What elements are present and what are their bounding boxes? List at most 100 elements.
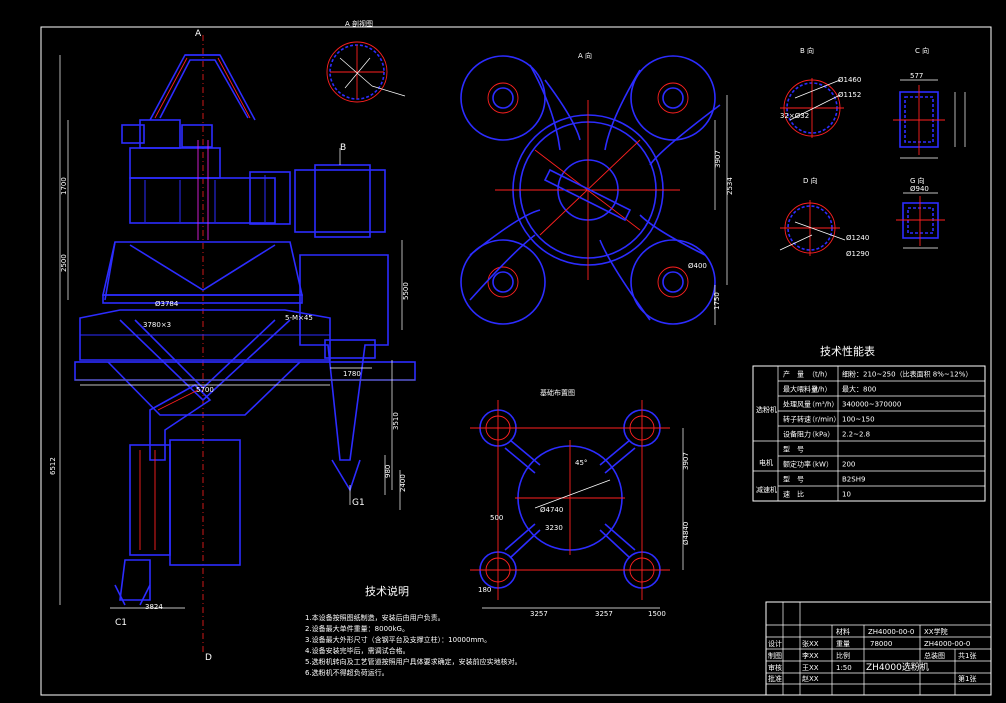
label-d-view: D 向 [803, 176, 818, 185]
tb-count: 共1张 [958, 651, 976, 660]
tb-name4: 赵XX [802, 674, 819, 683]
tech-notes: 技术说明 1.本设备按照图纸制造，安装后由用户负责。 2.设备最大单件重量：800… [305, 584, 522, 677]
dim-1780: 1780 [343, 370, 361, 378]
main-elevation-view: A D B [49, 29, 416, 663]
marker-b: B [340, 143, 346, 153]
tb-drawing-code: ZH4000-00-0 [868, 628, 914, 636]
tb-label-draw: 制图 [768, 651, 782, 660]
tb-weight-label: 重量 [836, 640, 850, 648]
spec-row-name: 产 量 [783, 370, 804, 379]
spec-row-value: 340000~370000 [842, 401, 901, 409]
dim-1500: 1500 [648, 610, 666, 618]
drawing-frame [40, 26, 992, 696]
note-item: 2.设备最大单件重量：8000kG。 [305, 624, 409, 633]
g-view: G 向 Ø940 [896, 176, 945, 249]
tb-class: 总装图 [924, 651, 945, 660]
dim-3257-left: 3257 [530, 610, 548, 618]
marker-g1: G1 [352, 498, 365, 508]
spec-group-motor: 电机 [759, 458, 773, 467]
note-item: 6.选粉机不得超负荷运行。 [305, 668, 389, 677]
dim-d2: Ø1290 [846, 250, 869, 258]
tb-name3: 王XX [802, 664, 819, 672]
note-item: 1.本设备按照图纸制造，安装后由用户负责。 [305, 613, 445, 622]
tb-scale-label: 比例 [836, 651, 850, 660]
dim-180: 180 [478, 586, 491, 594]
label-a-section: A 剖视图 [345, 19, 373, 28]
spec-row-value: 100~150 [842, 416, 875, 424]
dim-phi-layout: Ø4840 [682, 522, 690, 545]
c-view: C 向 577 [893, 46, 966, 159]
dim-d1: Ø1240 [846, 234, 869, 242]
b-view: B 向 Ø1460 Ø1152 32×Ø32 [780, 46, 861, 138]
note-item: 3.设备最大外形尺寸（含钢平台及支撑立柱）：10000mm。 [305, 635, 491, 644]
dim-3784: Ø3784 [155, 300, 179, 308]
label-b-view: B 向 [800, 46, 814, 55]
dim-5500: 5500 [402, 282, 410, 300]
tb-label-design: 设计 [768, 639, 782, 648]
spec-group-reducer: 减速机 [756, 485, 777, 494]
spec-row-name: 处理风量 [783, 400, 811, 409]
notes-title: 技术说明 [365, 584, 409, 598]
title-block: ZH4000-00-0 XX学院 材料 重量 78000 ZH4000-00-0… [765, 601, 992, 696]
dim-6512: 6512 [49, 457, 57, 475]
dim-1700: 1700 [60, 177, 68, 195]
dim-3824: 3824 [145, 603, 163, 611]
dim-3907-layout: 3907 [682, 452, 690, 470]
dim-phi400: Ø400 [688, 262, 707, 270]
tb-label-approve: 批准 [768, 674, 782, 683]
tb-name2: 李XX [802, 651, 819, 660]
note-item: 5.选粉机转向及工艺管道按照用户具体要求确定，安装前应实地核对。 [305, 657, 522, 666]
spec-row-name: 型 号 [783, 445, 804, 454]
spec-row-value: 10 [842, 491, 851, 499]
spec-row-unit: （m³/h） [808, 401, 838, 409]
spec-group-main: 选粉机 [756, 405, 777, 414]
dim-5700: 5700 [196, 386, 214, 394]
spec-row-value: 细粉：210~250（比表面积 8%~12%） [842, 370, 972, 379]
marker-c1: C1 [115, 618, 127, 628]
dim-1750-top: 1750 [713, 292, 721, 310]
spec-row-value: 200 [842, 461, 855, 469]
marker-d: D [205, 653, 212, 663]
a-plan-view: A 向 2534 [460, 51, 734, 325]
spec-row-name: 最大喂料量 [783, 385, 818, 394]
dim-2500: 2500 [60, 254, 68, 272]
note-item: 4.设备安装完毕后，需调试合格。 [305, 646, 410, 655]
dim-g1: Ø940 [910, 185, 929, 193]
tb-page: 第1张 [958, 674, 976, 683]
marker-a: A [195, 29, 202, 39]
label-g-view: G 向 [910, 176, 925, 185]
layout-view: 基础布置图 45° Ø4740 3230 500 180 3257 3257 1… [470, 388, 690, 618]
dim-2400: 2400 [399, 474, 407, 492]
label-c-view: C 向 [915, 46, 929, 55]
spec-row-unit: （kPa） [808, 431, 834, 439]
tb-weight: 78000 [870, 640, 892, 648]
dim-45: 45° [575, 459, 587, 467]
tb-drawing-name: ZH4000选粉机 [866, 661, 929, 673]
spec-row-unit: （t/h） [808, 371, 832, 379]
label-a-view: A 向 [578, 51, 592, 60]
spec-row-unit: （t/h） [808, 386, 832, 394]
spec-row-name: 设备阻力 [783, 430, 811, 439]
dim-2534: 2534 [726, 177, 734, 195]
dim-3780: 3780×3 [143, 321, 171, 329]
dim-500: 500 [490, 514, 503, 522]
dim-bolts: 5-M×45 [285, 314, 313, 322]
label-layout-view: 基础布置图 [540, 388, 575, 397]
spec-row-unit: （kW） [808, 461, 833, 469]
d-view: D 向 Ø1240 Ø1290 [779, 176, 869, 258]
dim-3257-right: 3257 [595, 610, 613, 618]
dim-3510: 3510 [392, 412, 400, 430]
dim-980: 980 [384, 465, 392, 478]
dim-b2: Ø1152 [838, 91, 861, 99]
spec-row-name: 速 比 [783, 490, 804, 499]
spec-row-value: 最大：800 [842, 385, 876, 394]
spec-table: 技术性能表 产 量（t/h）细粉：210~250（比表面积 8%~12%）最大喂… [752, 344, 986, 502]
tb-label-check: 审核 [768, 663, 782, 672]
tb-scale: 1:50 [836, 664, 852, 672]
spec-row-unit: （r/min） [808, 416, 840, 424]
dim-4740: Ø4740 [540, 506, 563, 514]
spec-row-name: 型 号 [783, 475, 804, 484]
dim-3907-top: 3907 [714, 150, 722, 168]
tb-school: XX学院 [924, 627, 948, 636]
